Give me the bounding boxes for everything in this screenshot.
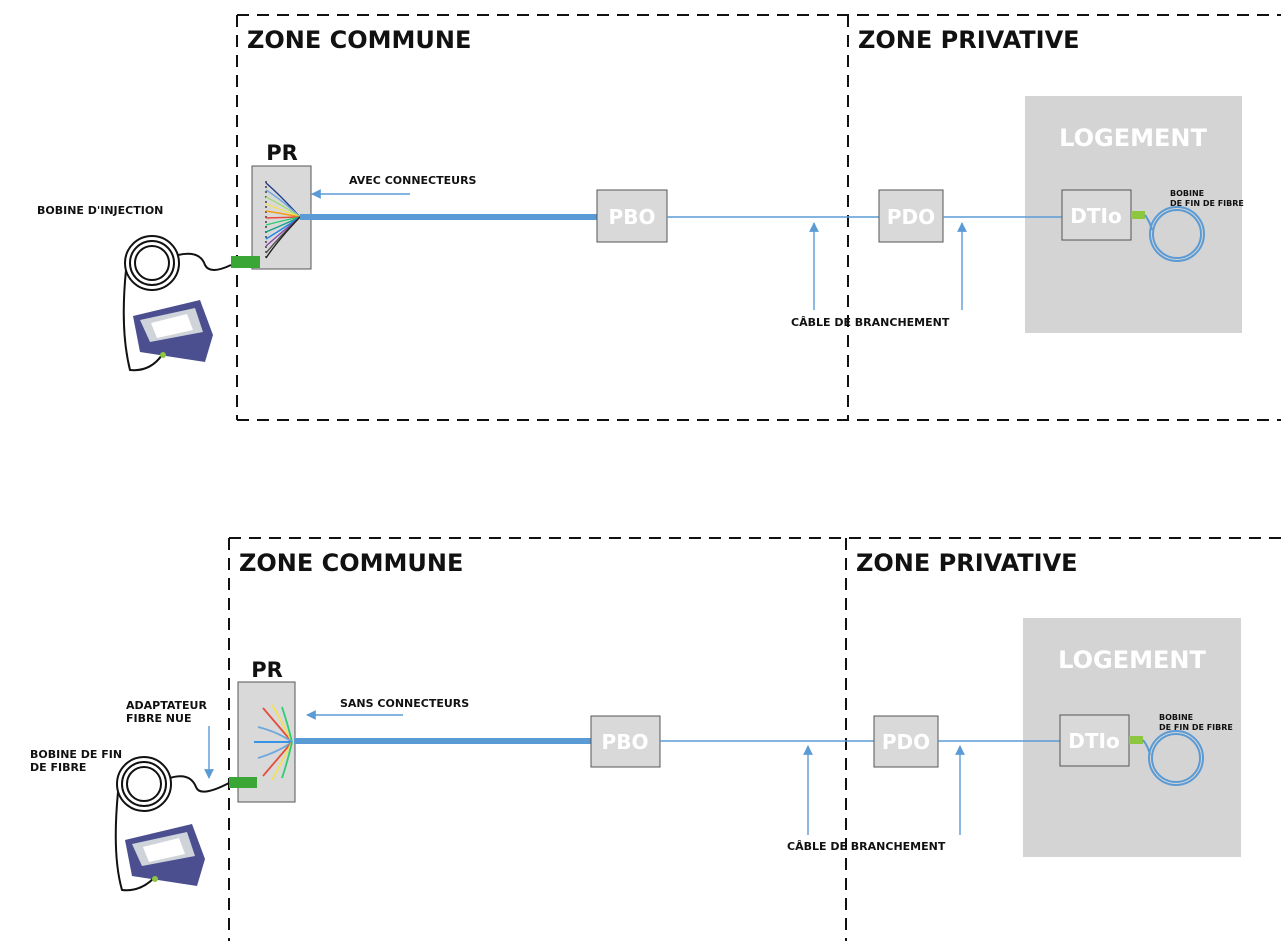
otdr-device-icon <box>133 300 213 362</box>
pbo-box <box>590 715 661 768</box>
diagram-without-connectors: ZONE COMMUNE ZONE PRIVATIVE LOGEMENT PR … <box>30 537 1281 941</box>
dtio-connector <box>1129 736 1143 744</box>
zone-commune-title: ZONE COMMUNE <box>239 549 463 577</box>
adapter-connector <box>229 777 257 788</box>
end-reel-icon <box>1144 206 1205 262</box>
pdo-label: PDO <box>882 730 930 754</box>
zone-commune-title: ZONE COMMUNE <box>247 26 471 54</box>
dtio-box <box>1061 189 1132 241</box>
reel-icon <box>122 235 232 372</box>
injection-reel-label: BOBINE D'INJECTION <box>37 204 163 217</box>
diagram-with-connectors: ZONE COMMUNE ZONE PRIVATIVE LOGEMENT PR <box>37 14 1281 421</box>
otdr-device-icon <box>125 824 205 886</box>
dtio-label: DTIo <box>1070 204 1121 228</box>
pbo-box <box>596 189 668 243</box>
end-reel-icon <box>1142 730 1204 786</box>
connector-note: SANS CONNECTEURS <box>340 697 469 710</box>
reel-icon <box>114 756 230 892</box>
zone-borders <box>228 537 1281 941</box>
logement-title: LOGEMENT <box>1058 646 1206 674</box>
adapter-label-2: FIBRE NUE <box>126 712 191 725</box>
dtio-label: DTIo <box>1068 729 1119 753</box>
connector-note: AVEC CONNECTEURS <box>349 174 477 187</box>
pbo-label: PBO <box>602 730 649 754</box>
dtio-connector <box>1131 211 1145 219</box>
pdo-box <box>878 189 944 243</box>
end-reel-left-label-2: DE FIBRE <box>30 761 86 774</box>
end-reel-label-1: BOBINE <box>1170 189 1204 198</box>
pdo-label: PDO <box>887 205 935 229</box>
end-reel-label-2: DE FIN DE FIBRE <box>1170 199 1244 208</box>
zone-privative-title: ZONE PRIVATIVE <box>856 549 1078 577</box>
end-reel-label-1: BOBINE <box>1159 713 1193 722</box>
injection-connector <box>231 256 260 268</box>
pdo-box <box>873 715 939 768</box>
end-reel-left-label-1: BOBINE DE FIN <box>30 748 122 761</box>
end-reel-label-2: DE FIN DE FIBRE <box>1159 723 1233 732</box>
pr-label: PR <box>251 658 283 682</box>
fiber-fan-bare <box>254 704 293 781</box>
zone-privative-title: ZONE PRIVATIVE <box>858 26 1080 54</box>
fiber-fan-connectors <box>265 181 301 259</box>
logement-title: LOGEMENT <box>1059 124 1207 152</box>
dtio-box <box>1059 714 1130 767</box>
adapter-label-1: ADAPTATEUR <box>126 699 207 712</box>
cable-label: CÂBLE DE BRANCHEMENT <box>791 316 950 329</box>
pr-label: PR <box>266 141 298 165</box>
cable-label: CÂBLE DE BRANCHEMENT <box>787 840 946 853</box>
pbo-label: PBO <box>609 205 656 229</box>
